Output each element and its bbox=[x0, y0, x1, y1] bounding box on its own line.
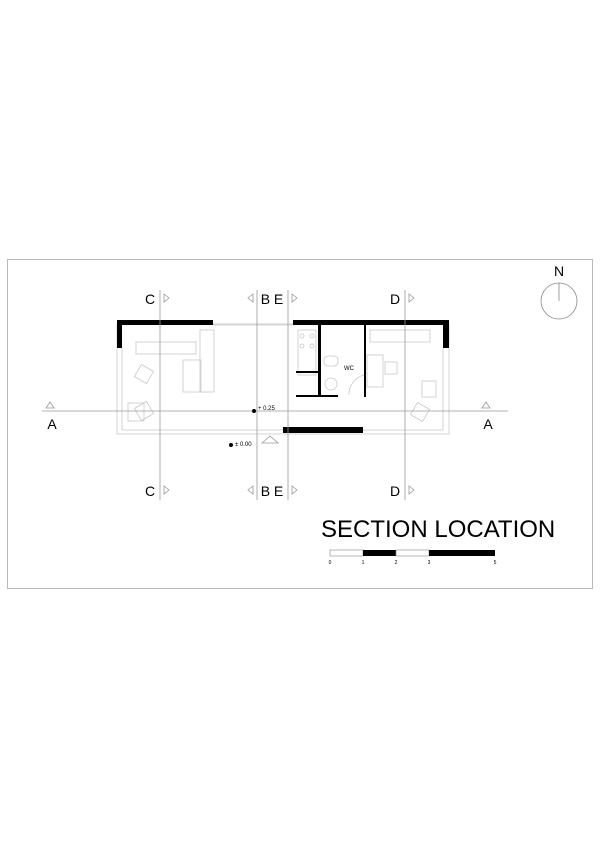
level-marker-lower: ± 0.00 bbox=[229, 442, 252, 448]
section-markers bbox=[45, 293, 491, 495]
scale-tick-0: 0 bbox=[329, 560, 332, 566]
section-label-a-left: A bbox=[47, 416, 57, 432]
section-label-be-bottom: B E bbox=[261, 483, 284, 499]
section-label-d-top: D bbox=[390, 291, 400, 307]
level-upper-label: + 0.25 bbox=[258, 406, 276, 412]
section-label-a-right: A bbox=[483, 416, 493, 432]
section-label-c-top: C bbox=[145, 291, 155, 307]
drawing-title: SECTION LOCATION bbox=[321, 516, 555, 543]
scale-tick-1: 1 bbox=[362, 560, 365, 566]
scale-tick-3: 3 bbox=[428, 560, 431, 566]
section-label-d-bottom: D bbox=[390, 483, 400, 499]
north-label: N bbox=[554, 263, 564, 279]
scale-tick-2: 2 bbox=[395, 560, 398, 566]
walls bbox=[117, 320, 449, 433]
plan-outline bbox=[116, 323, 450, 435]
section-lines bbox=[42, 290, 508, 500]
scale-tick-5: 5 bbox=[494, 560, 497, 566]
section-label-be-top: B E bbox=[261, 291, 284, 307]
level-lower-label: ± 0.00 bbox=[235, 442, 252, 448]
section-label-c-bottom: C bbox=[145, 483, 155, 499]
room-label-wc: WC bbox=[344, 366, 355, 372]
level-marker-upper: + 0.25 bbox=[252, 406, 276, 413]
sheet-frame bbox=[7, 259, 593, 589]
scale-bar: 0 1 2 3 5 bbox=[329, 549, 497, 566]
north-arrow: N bbox=[540, 263, 578, 320]
